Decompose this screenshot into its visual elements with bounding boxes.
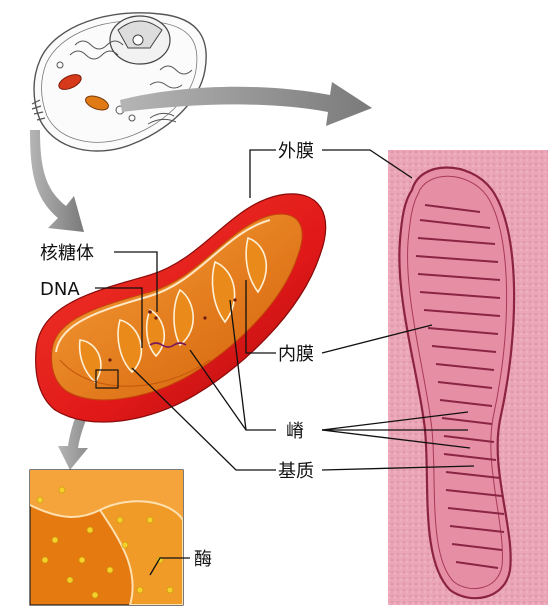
label-enzyme: 酶 <box>194 549 212 570</box>
leader-lines <box>95 149 475 576</box>
arrow-to-model-icon <box>30 130 84 232</box>
enzyme-inset <box>29 469 184 606</box>
arrow-to-micrograph-icon <box>120 82 372 126</box>
label-inner-membrane: 内膜 <box>278 344 314 365</box>
label-cristae: 嵴 <box>286 421 304 442</box>
cell-sketch-icon <box>31 12 207 152</box>
mitochondrion-model <box>35 193 327 423</box>
label-dna: DNA <box>40 279 80 300</box>
label-matrix: 基质 <box>278 461 314 482</box>
label-ribosome: 核糖体 <box>40 243 94 264</box>
label-outer-membrane: 外膜 <box>278 141 314 162</box>
electron-micrograph <box>388 150 548 605</box>
